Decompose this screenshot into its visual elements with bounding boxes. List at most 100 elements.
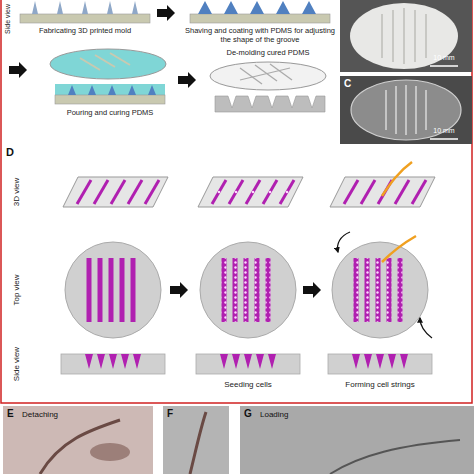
printed-mold — [132, 1, 138, 14]
photo-e — [90, 443, 130, 461]
photo-g — [240, 406, 474, 474]
photo-b — [340, 0, 472, 72]
photo-b — [381, 14, 383, 58]
view-3d-row — [218, 191, 289, 194]
top-view-row — [200, 242, 296, 338]
printed-mold — [57, 1, 63, 14]
step-caption: Forming cell strings — [316, 380, 444, 390]
pouring-pdms — [95, 55, 115, 67]
photo-f — [190, 412, 206, 474]
photo-f — [163, 406, 229, 474]
panel-letter: C — [344, 78, 358, 90]
step-arrow — [170, 282, 188, 298]
panel-letter: D — [6, 146, 22, 159]
top-view-row — [65, 242, 161, 338]
demolded-pdms — [210, 62, 326, 112]
view-3d-row — [218, 191, 221, 194]
pouring-pdms — [68, 85, 76, 95]
coated-mold — [224, 1, 238, 14]
photo-b — [430, 65, 458, 67]
view-3d-row — [269, 191, 272, 194]
pouring-pdms — [108, 85, 116, 95]
top-view-row — [354, 258, 403, 322]
view-label: Top view — [12, 262, 22, 318]
view-3d-row — [330, 177, 435, 207]
photo-g — [240, 406, 474, 474]
pouring-pdms — [148, 85, 156, 95]
coated-mold — [198, 1, 212, 14]
view-3d-row — [252, 191, 255, 194]
photo-e — [3, 406, 153, 474]
view-3d-row — [63, 177, 168, 207]
view-3d-row — [63, 162, 435, 207]
step-caption: Shaving and coating with PDMS for adjust… — [184, 26, 336, 44]
photo-c — [340, 76, 472, 144]
side-view-row — [61, 354, 432, 374]
step-caption: Pouring and curing PDMS — [44, 108, 176, 117]
photo-e — [3, 406, 153, 474]
step-arrow — [9, 62, 27, 78]
photo-c — [430, 138, 458, 140]
side-view-row — [61, 354, 165, 374]
coated-mold — [302, 1, 316, 14]
scale-label: 10 mm — [420, 54, 468, 62]
side-view-row — [328, 354, 432, 374]
pouring-pdms — [110, 53, 130, 65]
pouring-pdms — [80, 58, 100, 70]
scale-label: 10 mm — [420, 127, 468, 135]
photo-caption: Loading — [260, 410, 330, 420]
top-view-row — [222, 258, 271, 322]
pouring-pdms — [128, 85, 136, 95]
side-view-row — [196, 354, 300, 374]
pouring-pdms — [55, 84, 165, 95]
photo-c — [405, 85, 407, 135]
demolded-pdms — [210, 62, 326, 90]
pouring-pdms — [88, 85, 96, 95]
view-label: Side view — [12, 336, 22, 392]
photo-g — [330, 440, 460, 474]
photo-b — [425, 14, 427, 58]
printed-mold — [20, 14, 150, 23]
step-caption: Seeding cells — [188, 380, 308, 390]
panel-letter: E — [7, 408, 21, 420]
printed-mold — [20, 1, 150, 23]
top-view-row — [420, 318, 432, 338]
photo-c — [340, 76, 472, 144]
view-3d-row — [382, 162, 412, 196]
printed-mold — [107, 1, 113, 14]
panel-letter: F — [167, 408, 181, 420]
photo-c — [415, 86, 417, 134]
step-arrow — [157, 5, 175, 21]
view-3d-row — [198, 177, 303, 207]
pouring-pdms — [50, 49, 166, 104]
coated-mold — [190, 1, 330, 23]
photo-c — [395, 86, 397, 134]
top-view-row — [338, 232, 351, 252]
view-3d-row — [235, 191, 238, 194]
panel-frame — [1, 0, 472, 403]
step-arrow — [178, 72, 196, 88]
photo-b — [392, 10, 394, 62]
view-3d-row — [286, 191, 289, 194]
step-caption: Fabricating 3D printed mold — [16, 26, 154, 35]
view-label: Side view — [4, 0, 12, 38]
demolded-pdms — [240, 68, 290, 80]
photo-caption: Detaching — [22, 410, 92, 420]
top-view-row — [65, 232, 432, 338]
step-arrow — [303, 282, 321, 298]
coated-mold — [250, 1, 264, 14]
top-view-row — [382, 236, 416, 262]
step-caption: De-molding cured PDMS — [198, 48, 338, 57]
pouring-pdms — [50, 49, 166, 79]
printed-mold — [32, 1, 38, 14]
photo-c — [425, 90, 427, 130]
coated-mold — [276, 1, 290, 14]
photo-f — [163, 406, 229, 474]
photo-b — [340, 0, 472, 72]
pouring-pdms — [55, 95, 165, 104]
photo-b — [403, 8, 405, 64]
top-view-row — [332, 242, 428, 338]
printed-mold — [82, 1, 88, 14]
